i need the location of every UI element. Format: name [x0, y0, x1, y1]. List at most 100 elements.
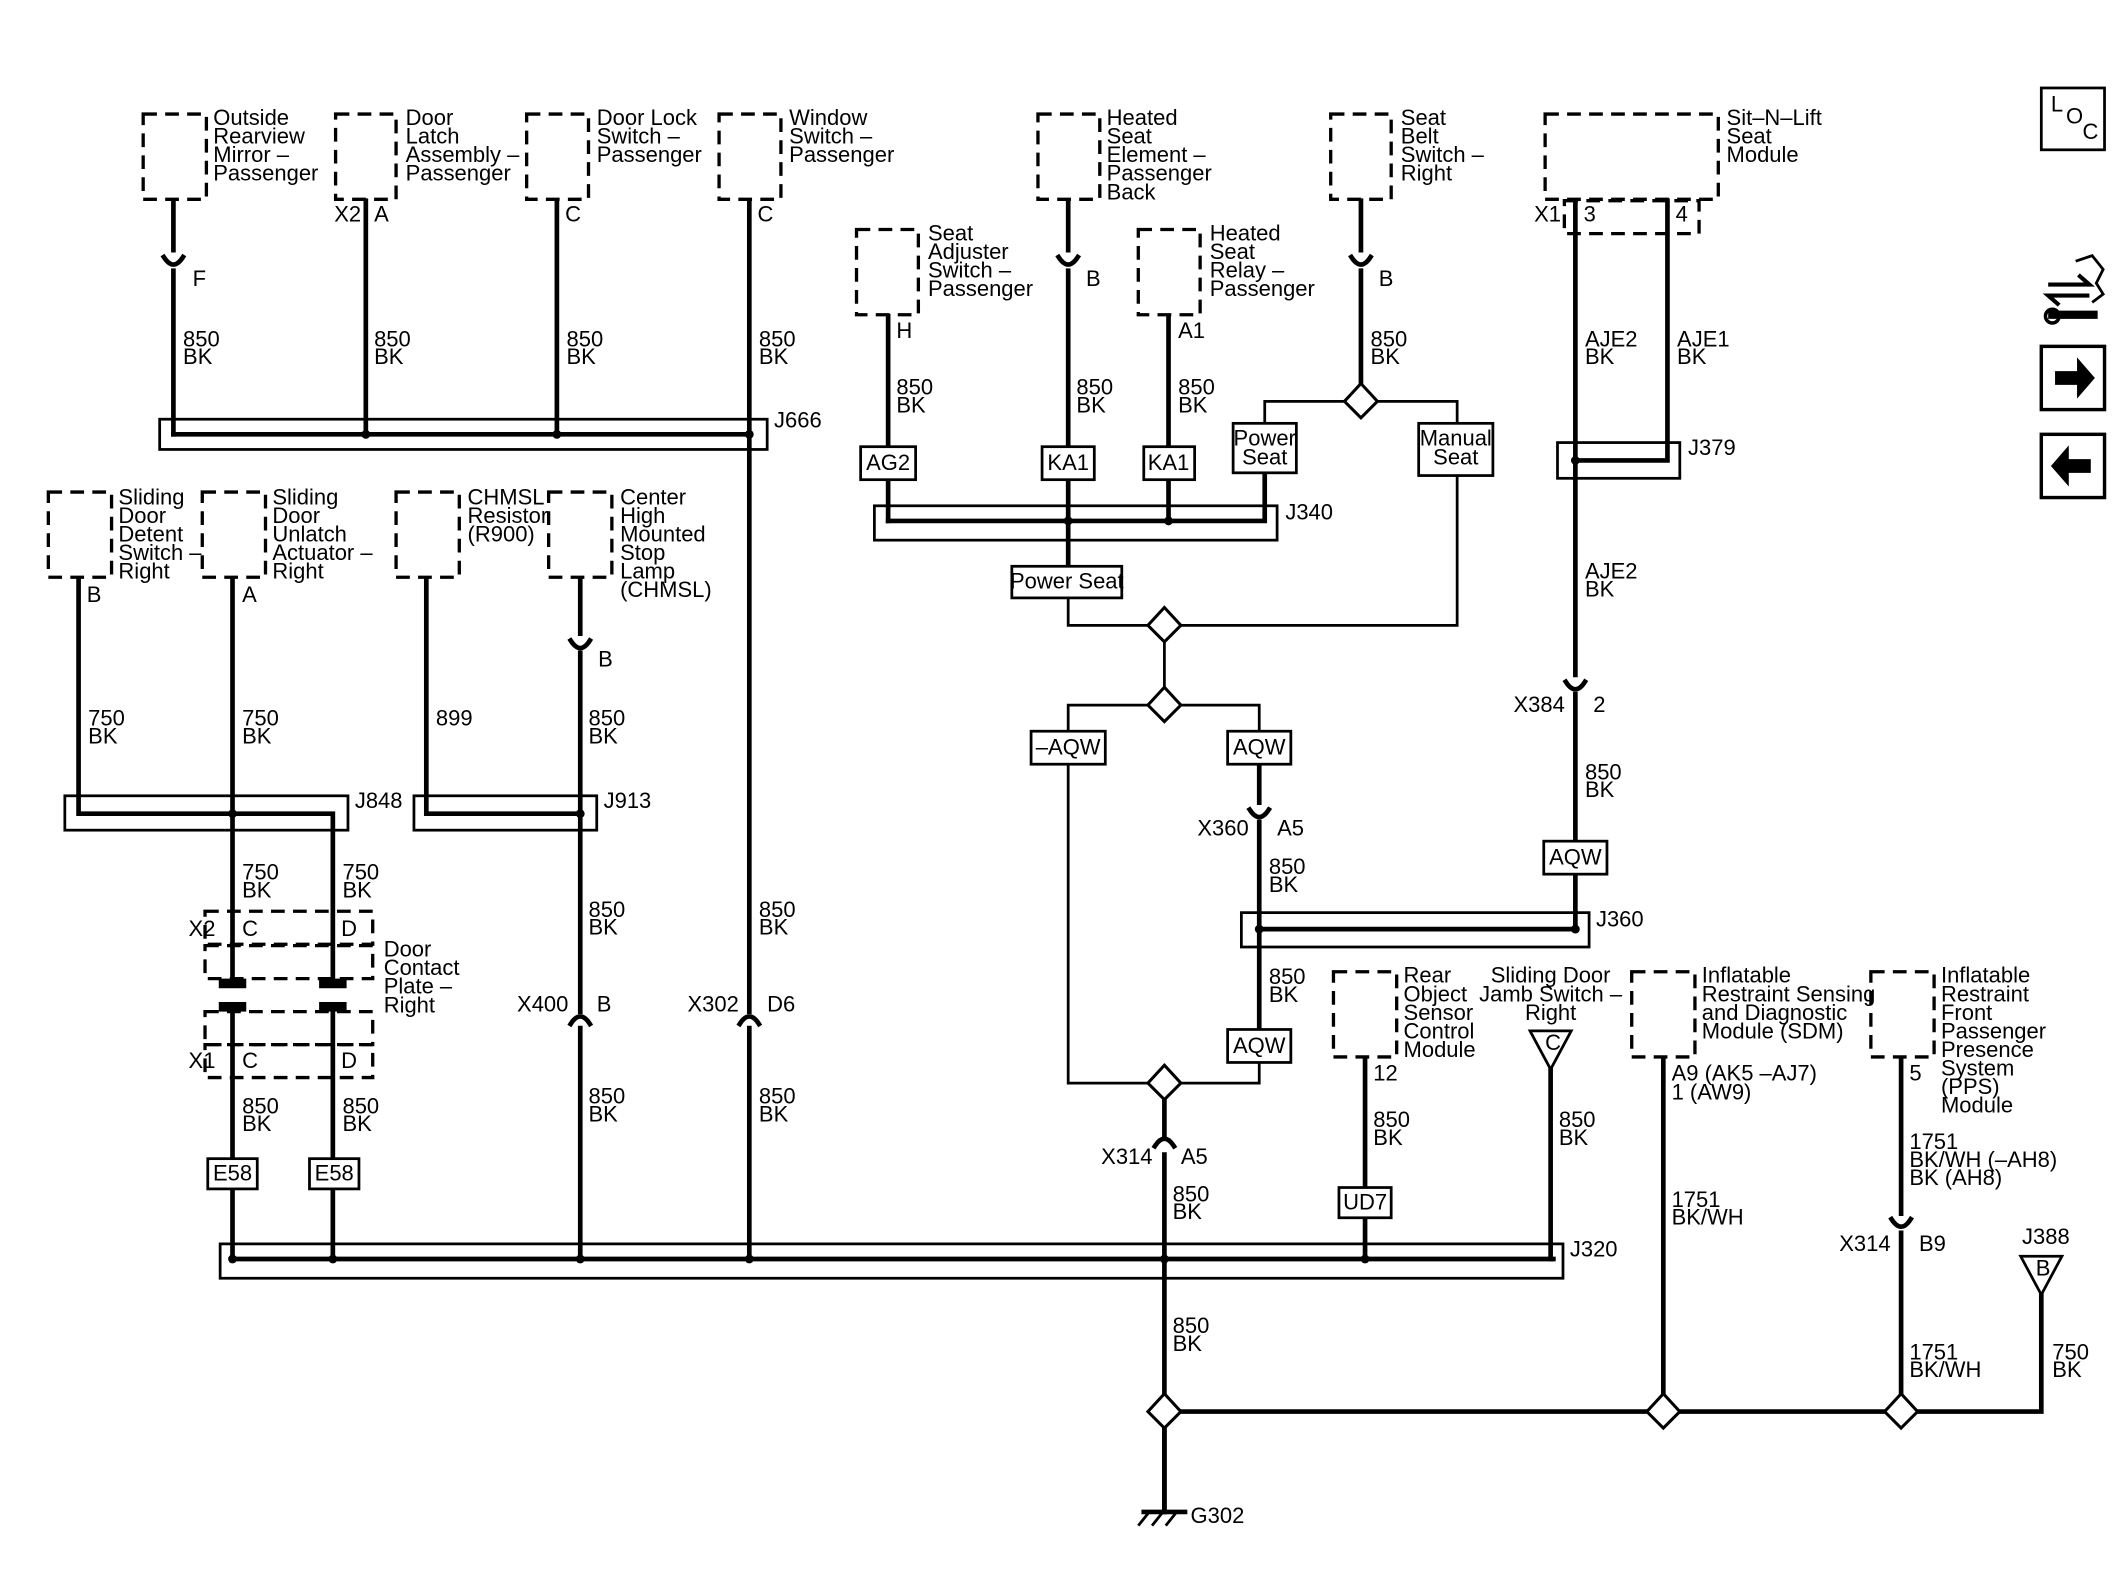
sidebar: L O C	[2039, 86, 2107, 500]
svg-text:E58: E58	[315, 1161, 354, 1186]
tag-ag2[interactable]	[859, 445, 917, 482]
svg-text:X1: X1	[189, 1048, 216, 1073]
sit-n-lift-box[interactable]	[1543, 112, 1720, 201]
power-seat-tag[interactable]	[1010, 564, 1124, 600]
svg-text:D: D	[341, 1048, 357, 1073]
tag-ka1-relay[interactable]	[1142, 445, 1197, 482]
door-latch-box[interactable]	[333, 112, 398, 201]
j360-pack[interactable]	[1239, 911, 1591, 949]
loc-icon[interactable]: L O C	[2039, 86, 2106, 152]
svg-text:E58: E58	[213, 1161, 252, 1186]
svg-text:C: C	[242, 1048, 258, 1073]
wire-ground-bus	[1178, 1292, 2044, 1414]
svg-text:A: A	[242, 582, 257, 607]
svg-text:X1: X1	[1534, 201, 1561, 226]
svg-text:B: B	[1379, 266, 1394, 291]
door-lock-switch-box[interactable]	[524, 112, 591, 201]
tag-not-aqw[interactable]	[1029, 729, 1107, 766]
inline-connectors	[160, 253, 1914, 1229]
pps-box[interactable]	[1869, 970, 1936, 1059]
tag-aqw-lower[interactable]	[1226, 1028, 1293, 1064]
splice-packs	[63, 417, 1682, 1280]
splice-labels: J666 J379 J340 J848 J913 J360 J320 J388 …	[355, 407, 2070, 1280]
door-contact-plate-body-lower	[203, 1009, 375, 1047]
tag-e58-right[interactable]	[308, 1157, 361, 1191]
j848-pack[interactable]	[63, 794, 350, 832]
wire-aje1[interactable]	[1573, 198, 1670, 463]
svg-text:X2: X2	[189, 916, 216, 941]
heated-seat-element-box[interactable]	[1036, 112, 1102, 201]
wire-chmsl-resistor[interactable]	[423, 576, 583, 817]
svg-text:2: 2	[1593, 692, 1605, 717]
wire-detent-switch[interactable]	[76, 576, 336, 981]
seat-adjuster-switch-box[interactable]	[854, 227, 921, 317]
sdm-box[interactable]	[1630, 970, 1697, 1059]
tag-aqw-snl[interactable]	[1542, 839, 1609, 876]
tag-ka1-element[interactable]	[1040, 445, 1096, 482]
ground-symbol: G302	[1137, 1503, 1244, 1528]
sliding-door-unlatch-box[interactable]	[200, 490, 268, 579]
j388-triangle[interactable]	[2018, 1254, 2065, 1298]
svg-text:X400: X400	[517, 992, 568, 1017]
svg-text:AQW: AQW	[1549, 845, 1602, 870]
j666-pack[interactable]	[158, 417, 769, 451]
rear-object-sensor-box[interactable]	[1331, 970, 1399, 1059]
power-seat-box[interactable]	[1231, 421, 1298, 475]
seat-belt-switch-box[interactable]	[1329, 112, 1393, 201]
j913-pack[interactable]	[412, 794, 599, 832]
heated-seat-relay-box[interactable]	[1136, 227, 1202, 317]
svg-text:5: 5	[1909, 1060, 1921, 1085]
j379-pack[interactable]	[1556, 441, 1682, 480]
next-page-button[interactable]	[2039, 344, 2107, 412]
door-contact-plate-body[interactable]	[203, 943, 375, 981]
svg-text:X314: X314	[1101, 1144, 1152, 1169]
tag-e58-left[interactable]	[206, 1157, 259, 1191]
sit-n-lift-connector	[1562, 199, 1701, 236]
svg-text:D: D	[341, 916, 357, 941]
previous-page-button[interactable]	[2039, 432, 2107, 500]
wire-j360-bus	[1256, 871, 1578, 932]
jamb-switch-triangle[interactable]	[1527, 1029, 1574, 1073]
chmsl-lamp-box[interactable]	[546, 490, 614, 579]
svg-text:H: H	[896, 318, 912, 343]
outside-mirror-box[interactable]	[141, 112, 209, 201]
chmsl-resistor-box[interactable]	[394, 490, 461, 579]
sliding-door-detent-box[interactable]	[46, 490, 114, 579]
tag-ud7[interactable]	[1337, 1186, 1393, 1220]
manual-seat-box[interactable]	[1417, 421, 1495, 477]
svg-text:J666: J666	[774, 407, 822, 432]
window-switch-box[interactable]	[717, 112, 783, 201]
svg-text:J848: J848	[355, 788, 403, 813]
connector-tool-icon[interactable]	[2042, 254, 2105, 325]
j340-pack[interactable]	[873, 504, 1279, 542]
svg-text:A: A	[374, 201, 389, 226]
svg-text:J320: J320	[1570, 1236, 1618, 1261]
j320-pack[interactable]	[218, 1242, 1565, 1280]
inline-triangles	[1527, 1029, 2065, 1298]
wire-aqw-split	[1066, 703, 1261, 732]
svg-text:B: B	[1086, 266, 1101, 291]
tag-aqw-upper[interactable]	[1226, 729, 1293, 766]
